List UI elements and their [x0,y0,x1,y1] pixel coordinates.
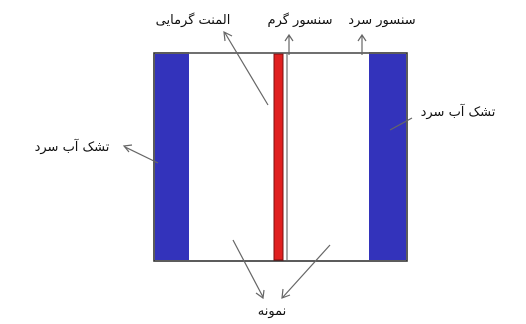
cold-sensor-arrowhead [357,33,367,42]
sample-label: نمونه [258,304,286,319]
right-mattress-arrow [389,117,413,131]
cold-water-mattress-left [155,54,189,260]
sample-arrow-right-head [281,288,291,299]
hot-sensor-arrowhead [284,33,294,42]
cold-sensor-label: سنسور سرد [348,13,415,28]
heater-element-label: المنت گرمایی [156,12,231,28]
sample-arrow-right [282,244,331,298]
heater-arrowhead [223,30,233,42]
cold-mattress-left-label: تشک آب سرد [35,138,110,155]
sample-arrow-left [232,239,264,298]
hot-sensor-label: سنسور گرم [268,12,333,28]
cold-water-mattress-right [369,54,406,260]
heater-arrow [224,32,269,106]
left-mattress-arrow [124,146,159,164]
cold-mattress-right-label: تشک آب سرد [421,103,496,120]
heater-element [273,53,284,261]
sample-arrow-left-head [255,289,265,300]
left-mattress-arrowhead [122,144,133,153]
